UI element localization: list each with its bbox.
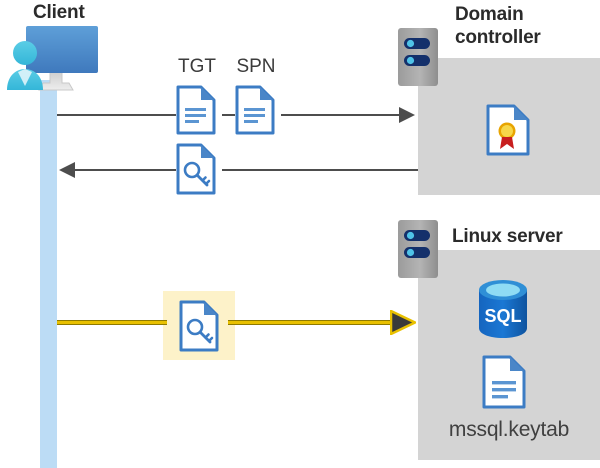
keytab-label: mssql.keytab <box>448 418 570 441</box>
response-key-document-icon <box>176 143 216 195</box>
sql-database-text: SQL <box>484 306 521 326</box>
linux-server-label: Linux server <box>452 226 563 247</box>
service-ticket-line-segment-1 <box>57 320 167 325</box>
client-lifeline <box>40 80 57 468</box>
certificate-document-icon <box>486 104 530 156</box>
request-line-segment-2 <box>222 114 235 116</box>
spn-document-icon <box>235 85 275 135</box>
tgt-label: TGT <box>178 56 216 77</box>
domain-controller-label-line2: controller <box>455 27 541 48</box>
tgt-document-icon <box>176 85 216 135</box>
domain-controller-label-line1: Domain <box>455 4 524 25</box>
client-label: Client <box>33 2 85 23</box>
request-line-segment-1 <box>57 114 176 116</box>
sql-database-icon: SQL <box>475 278 531 340</box>
client-icon <box>4 24 100 96</box>
response-line-segment-2 <box>222 169 418 171</box>
request-arrowhead-icon <box>398 106 416 124</box>
service-ticket-line-segment-2 <box>228 320 395 325</box>
response-arrowhead-icon <box>58 161 76 179</box>
service-ticket-arrowhead-icon <box>389 309 417 336</box>
service-ticket-key-document-icon <box>179 300 219 352</box>
keytab-document-icon <box>482 355 526 409</box>
domain-controller-server-icon <box>396 26 440 88</box>
spn-label: SPN <box>236 56 276 77</box>
linux-server-server-icon <box>396 218 440 280</box>
response-line-segment-1 <box>74 169 176 171</box>
domain-controller-label: Domain controller <box>455 3 600 49</box>
request-line-segment-3 <box>281 114 404 116</box>
